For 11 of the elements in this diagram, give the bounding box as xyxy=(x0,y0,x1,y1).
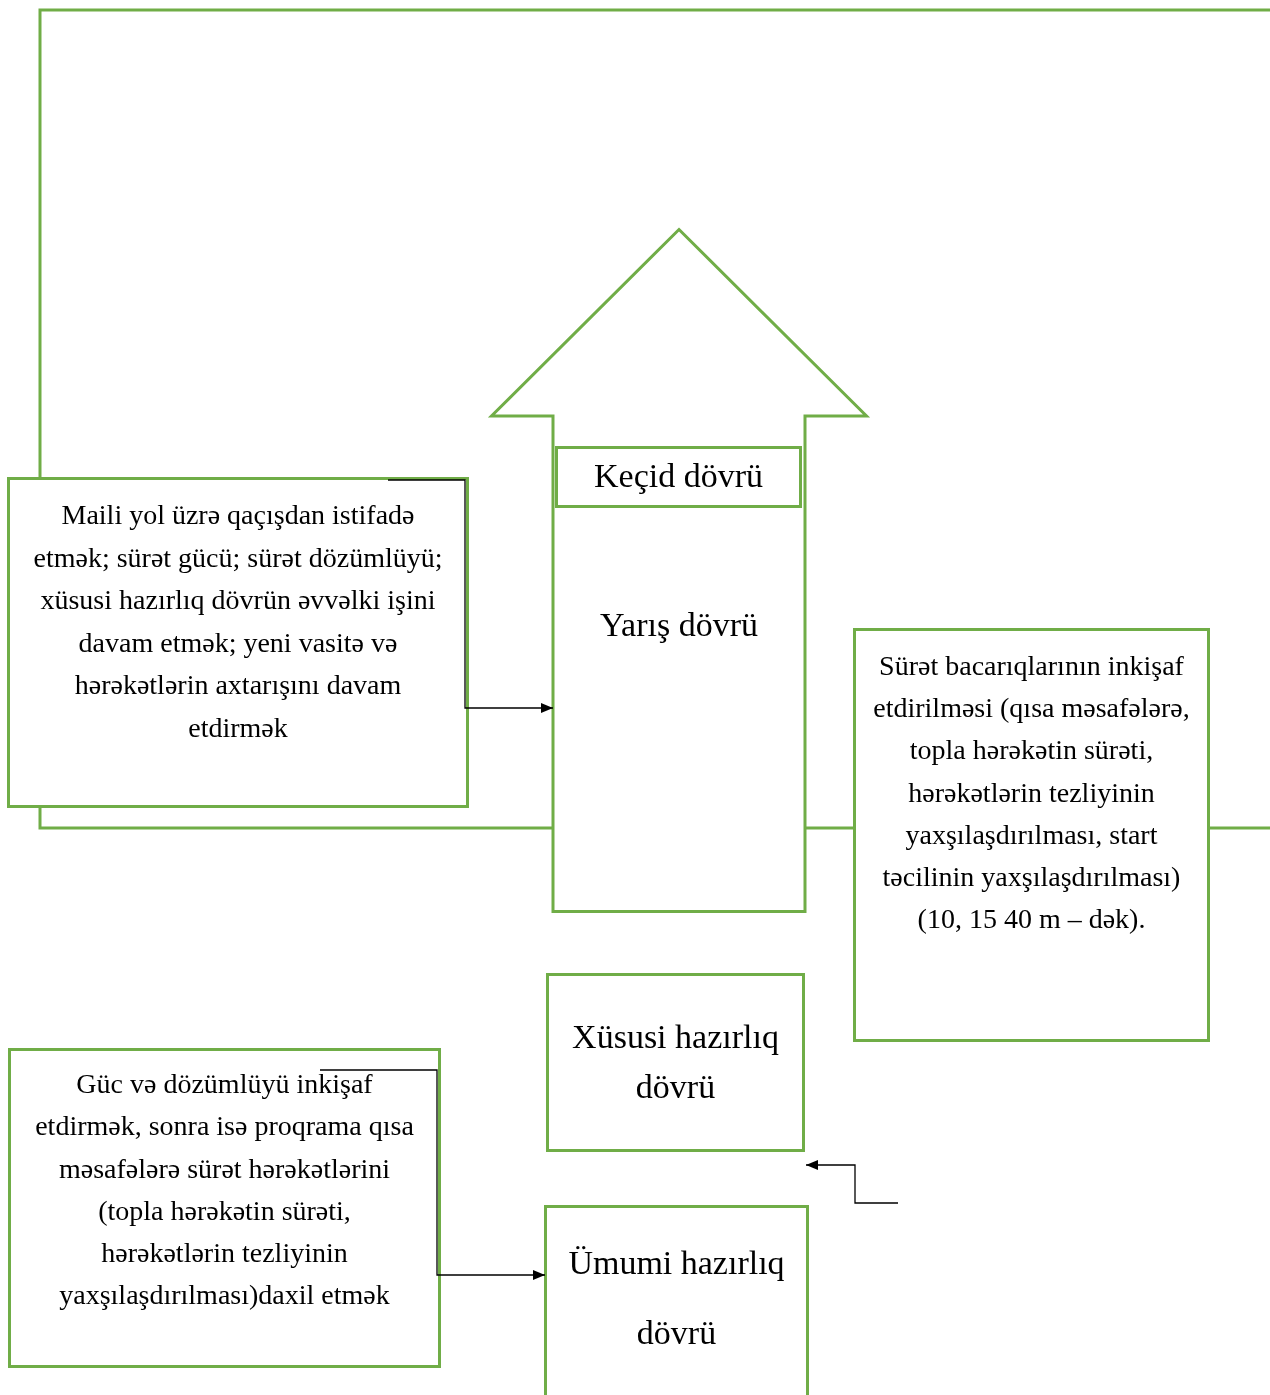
stage-box: Xüsusi hazırlıq dövrü xyxy=(546,973,805,1152)
text-box: Güc və dözümlüyü inkişaf etdirmək, sonra isə proqrama qısa məsafələrə sürət hərəkətlərini (topla hərəkətin sürəti, hərəkətlərin tezliyinin yaxşılaşdırılması)daxil etmək xyxy=(8,1048,441,1368)
arrow xyxy=(387,479,554,713)
stage-box: Keçid dövrü xyxy=(555,446,802,508)
stage-box: Ümumi hazırlıq dövrü xyxy=(544,1205,809,1395)
text-box: Sürət bacarıqlarının inkişaf etdirilməsi (qısa məsafələrə, topla hərəkətin sürəti, hərəkətlərin tezliyinin yaxşılaşdırılması, start təcilinin yaxşılaşdırılması) (10, 15 40 m – dək). xyxy=(853,628,1210,1042)
stage-label: Yarış dövrü xyxy=(598,606,760,644)
text-box: Maili yol üzrə qaçışdan istifadə etmək; sürət gücü; sürət dözümlüyü; xüsusi hazırlıq dövrün əvvəlki işini davam etmək; yeni vasitə və hərəkətlərin axtarışını davam etdirmək xyxy=(7,477,469,808)
arrow xyxy=(319,1069,546,1280)
arrow xyxy=(805,1160,899,1204)
up-arrow-shape xyxy=(490,228,868,913)
